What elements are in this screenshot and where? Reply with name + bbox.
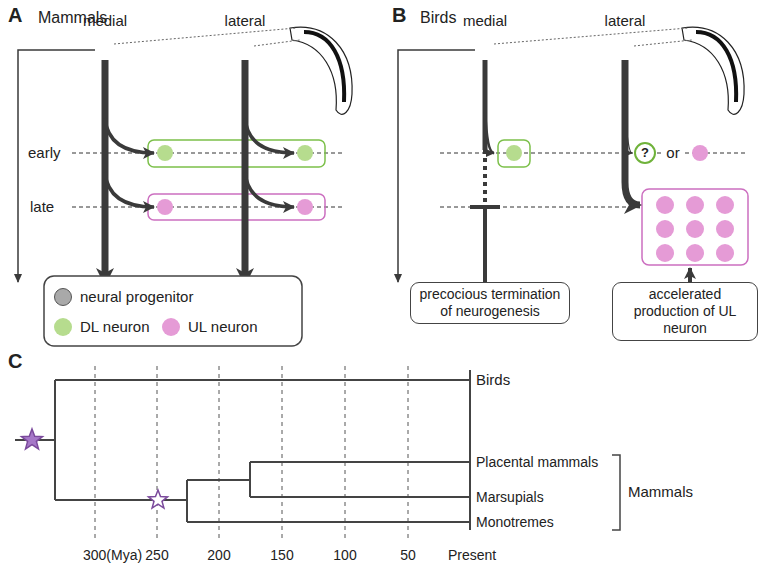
label: Birds [476, 371, 510, 389]
label: 250 [145, 546, 168, 564]
legend-text: UL neuron [188, 318, 258, 336]
label: 100 [333, 546, 356, 564]
legend-swatch [54, 318, 72, 336]
ul-neuron-dot [656, 196, 674, 214]
label: 300(Mya) [83, 546, 142, 564]
label: or [664, 144, 681, 162]
label: medial [463, 12, 507, 30]
ul-neuron-dot [656, 244, 674, 262]
node-text: ? [636, 144, 654, 162]
label: Present [448, 546, 496, 564]
panel-letter: A [8, 6, 22, 24]
ul-neuron-dot [656, 220, 674, 238]
event-star [149, 490, 168, 508]
ul-neuron-dot [716, 196, 734, 214]
ul-neuron-dot [716, 244, 734, 262]
label: Placental mammals [476, 453, 598, 471]
note-box: accelerated production of UL neuron [612, 282, 758, 341]
label: medial [83, 12, 127, 30]
node-text: accelerated production of UL neuron [619, 286, 751, 337]
legend-swatch [54, 288, 72, 306]
unknown-neuron-circle: ? [634, 142, 656, 164]
label: 150 [270, 546, 293, 564]
label: Monotremes [476, 513, 554, 531]
label: lateral [225, 12, 266, 30]
note-box: precocious termination of neurogenesis [410, 282, 570, 324]
legend-swatch [162, 318, 180, 336]
panel-letter: C [8, 352, 22, 370]
ul-neuron-dot [686, 196, 704, 214]
label: early [26, 144, 63, 162]
ul-neuron-dot [686, 220, 704, 238]
event-star [22, 429, 43, 449]
legend-text: neural progenitor [80, 288, 193, 306]
panel-letter: B [392, 6, 406, 24]
ul-neuron-dot [716, 220, 734, 238]
node-text: precocious termination of neurogenesis [417, 286, 563, 320]
ul-neuron-dot [686, 244, 704, 262]
label: Mammals [628, 483, 693, 501]
label: late [28, 198, 56, 216]
label: Birds [420, 9, 456, 27]
legend-text: DL neuron [80, 318, 150, 336]
label: Marsupials [476, 488, 544, 506]
label: 50 [400, 546, 416, 564]
label: lateral [605, 12, 646, 30]
label: 200 [207, 546, 230, 564]
